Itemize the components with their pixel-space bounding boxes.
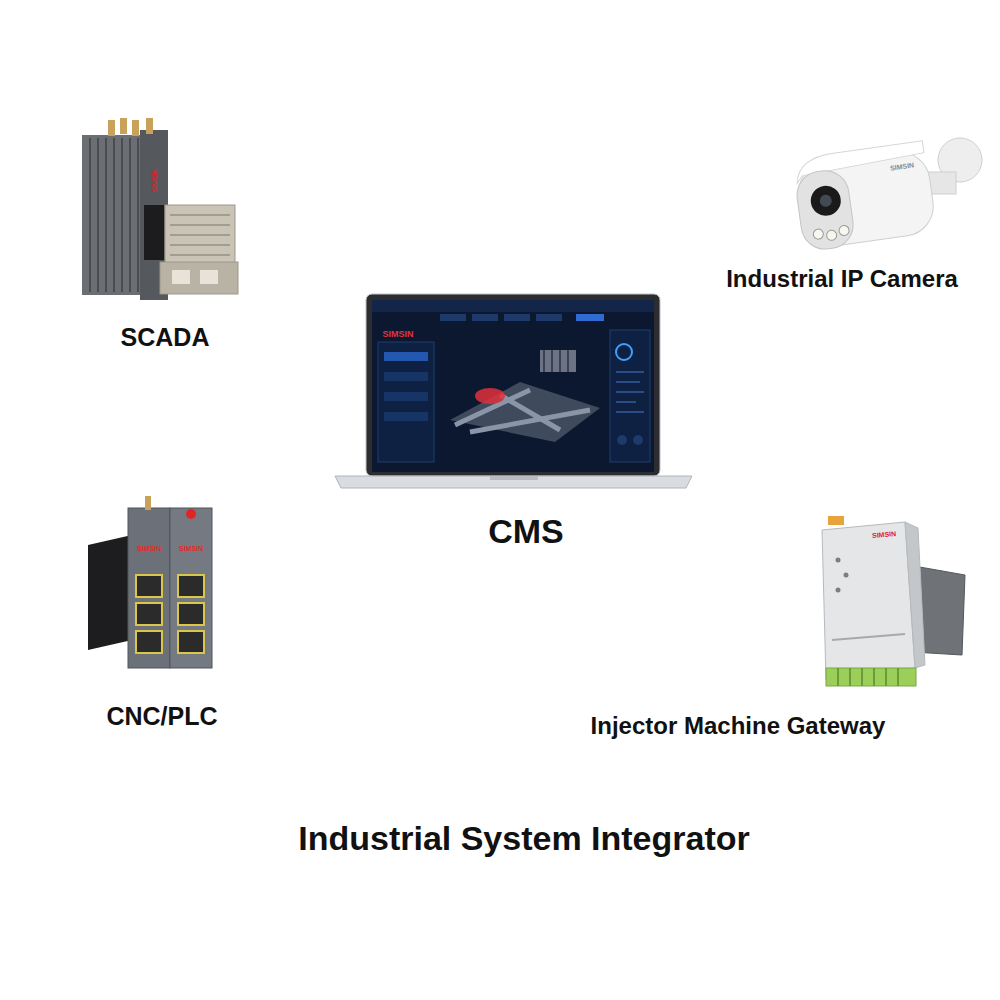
plant-rack-lines xyxy=(544,350,568,372)
scada-device xyxy=(82,118,238,300)
io-port xyxy=(172,270,190,284)
antenna-connector xyxy=(132,120,139,136)
gateway-indicator xyxy=(844,573,849,578)
camera-front xyxy=(794,168,856,252)
antenna-connector xyxy=(145,496,151,510)
diagram-title: Industrial System Integrator xyxy=(0,818,1000,858)
screen-tab-active xyxy=(576,314,604,321)
device-label: Industrial IP Camera xyxy=(726,264,958,294)
screen-tab xyxy=(504,314,530,321)
screen-topbar xyxy=(372,300,654,312)
device-node: Injector Machine Gateway xyxy=(533,510,943,741)
ethernet-port xyxy=(178,575,204,597)
panel-lines xyxy=(616,372,644,412)
gateway-connector xyxy=(828,516,844,525)
ethernet-port xyxy=(136,575,162,597)
gateway-side xyxy=(905,522,925,668)
plant-racks xyxy=(540,350,576,372)
ethernet-port xyxy=(178,631,204,653)
plc-module xyxy=(170,508,212,668)
plant-floor xyxy=(450,382,600,442)
sidebar-button xyxy=(384,352,428,361)
io-module xyxy=(165,205,235,265)
panel-button xyxy=(633,435,643,445)
antenna-connector xyxy=(146,118,153,134)
device-label: SCADA xyxy=(121,322,210,352)
screen-tab xyxy=(440,314,466,321)
plc-module xyxy=(128,508,170,668)
device-node: Industrial IP Camera xyxy=(692,120,992,294)
device-label: Injector Machine Gateway xyxy=(591,711,886,741)
io-base xyxy=(160,262,238,294)
brand-logo: SIMSIN xyxy=(151,168,158,192)
device-node: CNC/PLC xyxy=(42,490,282,731)
status-led xyxy=(186,509,196,519)
sidebar-button xyxy=(384,412,428,421)
sidebar-button xyxy=(384,392,428,401)
gateway-front xyxy=(822,522,915,680)
brand-logo: SIMSIN xyxy=(179,545,203,552)
front-panel xyxy=(144,205,164,260)
brand-logo: SIMSIN xyxy=(872,529,897,538)
laptop-base xyxy=(335,476,692,488)
antenna-connector xyxy=(108,120,115,136)
din-bracket xyxy=(88,535,132,650)
panel-button xyxy=(617,435,627,445)
plc-modules xyxy=(88,496,212,668)
ir-led xyxy=(826,230,837,241)
terminal-block xyxy=(826,668,916,686)
terminal-screws xyxy=(838,668,898,686)
laptop-lid xyxy=(366,294,660,476)
camera-lens xyxy=(809,184,843,218)
ethernet-port xyxy=(136,631,162,653)
io-port xyxy=(200,270,218,284)
ethernet-port xyxy=(178,603,204,625)
module-ribs xyxy=(90,138,138,292)
brand-logo: SIMSIN xyxy=(383,330,414,339)
brand-logo: SIMSIN xyxy=(137,545,161,552)
ethernet-port xyxy=(136,603,162,625)
laptop xyxy=(335,294,692,488)
device-label: CMS xyxy=(488,511,564,551)
module-side xyxy=(82,135,142,295)
io-grille xyxy=(170,215,230,255)
screen-tab xyxy=(536,314,562,321)
gateway-indicator xyxy=(836,588,841,593)
camera-body-group xyxy=(792,140,938,252)
antenna-connector xyxy=(120,118,127,134)
screen-sidebar xyxy=(378,342,434,462)
device-label: CNC/PLC xyxy=(106,701,217,731)
device-node: SCADA xyxy=(60,115,270,352)
laptop-screen xyxy=(372,300,654,472)
gauge xyxy=(616,344,632,360)
screen-right-panel xyxy=(610,330,650,462)
device-node: CMS xyxy=(326,285,726,551)
laptop-notch xyxy=(490,476,538,480)
camera-lens-glass xyxy=(819,194,833,208)
ir-led xyxy=(813,228,824,239)
screen-tab xyxy=(472,314,498,321)
ir-led xyxy=(838,225,849,236)
ip-camera xyxy=(792,138,982,252)
gateway-print-line xyxy=(832,634,905,640)
gateway-indicator xyxy=(836,558,841,563)
gateway-device xyxy=(822,516,965,686)
sidebar-button xyxy=(384,372,428,381)
alarm-highlight xyxy=(475,388,505,404)
